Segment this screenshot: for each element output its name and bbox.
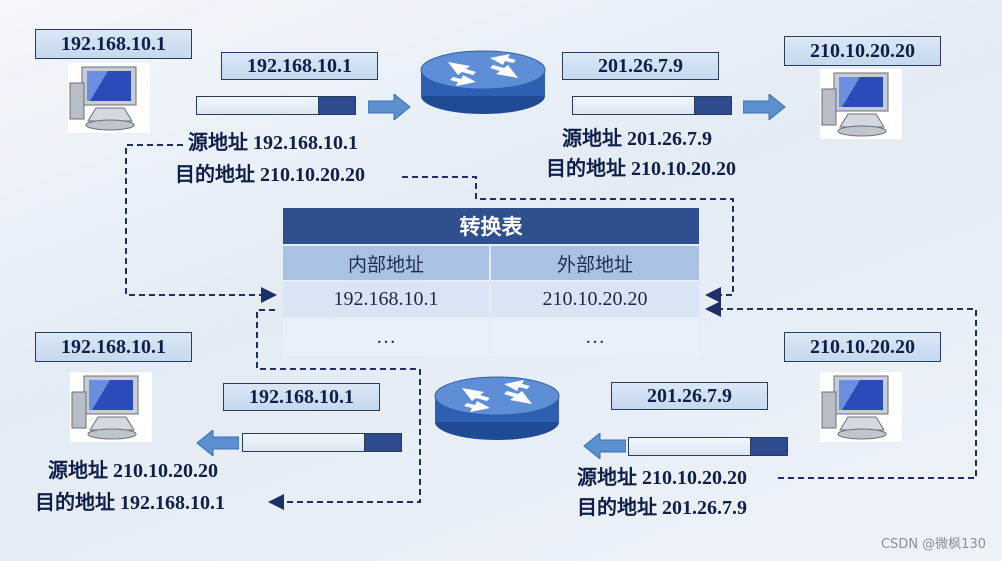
table-cell-external-1: 210.10.20.20 xyxy=(491,282,699,317)
bottom-right-host-ip: 210.10.20.20 xyxy=(784,332,941,362)
top-right-src-label: 源地址 201.26.7.9 xyxy=(562,128,712,150)
watermark: CSDN @微枫130 xyxy=(880,537,986,552)
computer-icon xyxy=(68,63,150,133)
table-cell-internal-2: … xyxy=(283,319,489,356)
left-arrow-icon xyxy=(196,430,239,456)
bottom-right-src-label: 源地址 210.10.20.20 xyxy=(577,467,747,489)
left-arrow-icon xyxy=(583,433,626,459)
right-arrow-icon xyxy=(743,94,786,120)
router-icon xyxy=(420,50,546,114)
packet-bottom-right xyxy=(628,437,788,456)
dashed-line-src-to-table-internal xyxy=(125,144,277,303)
right-arrow-icon xyxy=(368,94,411,120)
computer-icon xyxy=(820,372,902,442)
top-left-dst-label: 目的地址 210.10.20.20 xyxy=(175,164,365,186)
bottom-packet-ip-right: 201.26.7.9 xyxy=(611,382,768,410)
table-title: 转换表 xyxy=(283,208,699,244)
top-left-src-label: 源地址 192.168.10.1 xyxy=(188,132,358,154)
router-icon xyxy=(434,376,560,440)
packet-before-router xyxy=(196,96,356,115)
bottom-left-host-ip: 192.168.10.1 xyxy=(35,332,192,362)
table-cell-external-2: … xyxy=(491,319,699,356)
table-header-external: 外部地址 xyxy=(491,246,699,280)
bottom-left-src-label: 源地址 210.10.20.20 xyxy=(48,460,218,482)
top-right-host-ip: 210.10.20.20 xyxy=(784,36,941,66)
table-header-internal: 内部地址 xyxy=(283,246,489,280)
translation-table: 转换表 内部地址 外部地址 192.168.10.1 210.10.20.20 … xyxy=(283,208,699,356)
packet-after-router xyxy=(572,96,732,115)
top-right-dst-label: 目的地址 210.10.20.20 xyxy=(546,158,736,180)
bottom-left-dst-label: 目的地址 192.168.10.1 xyxy=(35,492,225,514)
top-packet-ip-after: 201.26.7.9 xyxy=(562,52,719,80)
bottom-right-dst-label: 目的地址 201.26.7.9 xyxy=(577,497,747,519)
packet-bottom-left xyxy=(242,433,402,452)
top-packet-ip-before: 192.168.10.1 xyxy=(221,52,378,80)
table-cell-internal-1: 192.168.10.1 xyxy=(283,282,489,317)
dashed-line-table-to-bottom-left xyxy=(256,309,421,510)
dashed-line-dst-to-table-external xyxy=(402,176,734,303)
top-left-host-ip: 192.168.10.1 xyxy=(35,29,192,59)
dashed-line-bottom-right-to-table xyxy=(705,301,977,479)
computer-icon xyxy=(820,69,902,139)
computer-icon xyxy=(70,372,152,442)
bottom-packet-ip-left: 192.168.10.1 xyxy=(223,383,380,411)
